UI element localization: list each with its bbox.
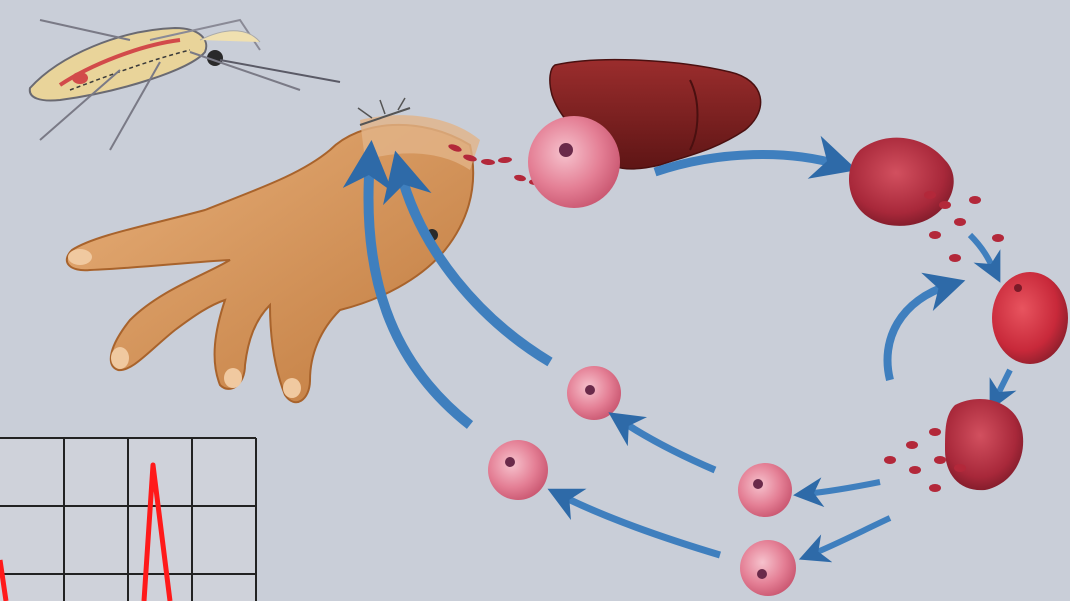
mosquito-icon — [30, 20, 340, 150]
gametocyte-cell-bottom-right — [740, 540, 796, 596]
arrow-to-cell-mid — [620, 420, 715, 470]
ruptured-schizont-bottom — [884, 399, 1023, 492]
gametocyte-cell-mid — [567, 366, 621, 420]
fever-chart — [0, 438, 256, 601]
gametocyte-cell-left — [488, 440, 548, 500]
arrow-to-cell-left — [560, 495, 720, 555]
arrow-rbc-to-schizont — [995, 370, 1010, 400]
arrow-schizont-to-rbc — [970, 235, 995, 272]
arrow-to-cell-mid-right — [805, 482, 880, 494]
arrow-to-cell-bottom-right — [810, 518, 890, 555]
hand-icon — [67, 98, 480, 402]
arrow-cycle-up — [888, 285, 951, 380]
gametocyte-cell-mid-right — [738, 463, 792, 517]
red-blood-cell-right — [992, 272, 1068, 364]
liver-cell — [528, 116, 620, 208]
